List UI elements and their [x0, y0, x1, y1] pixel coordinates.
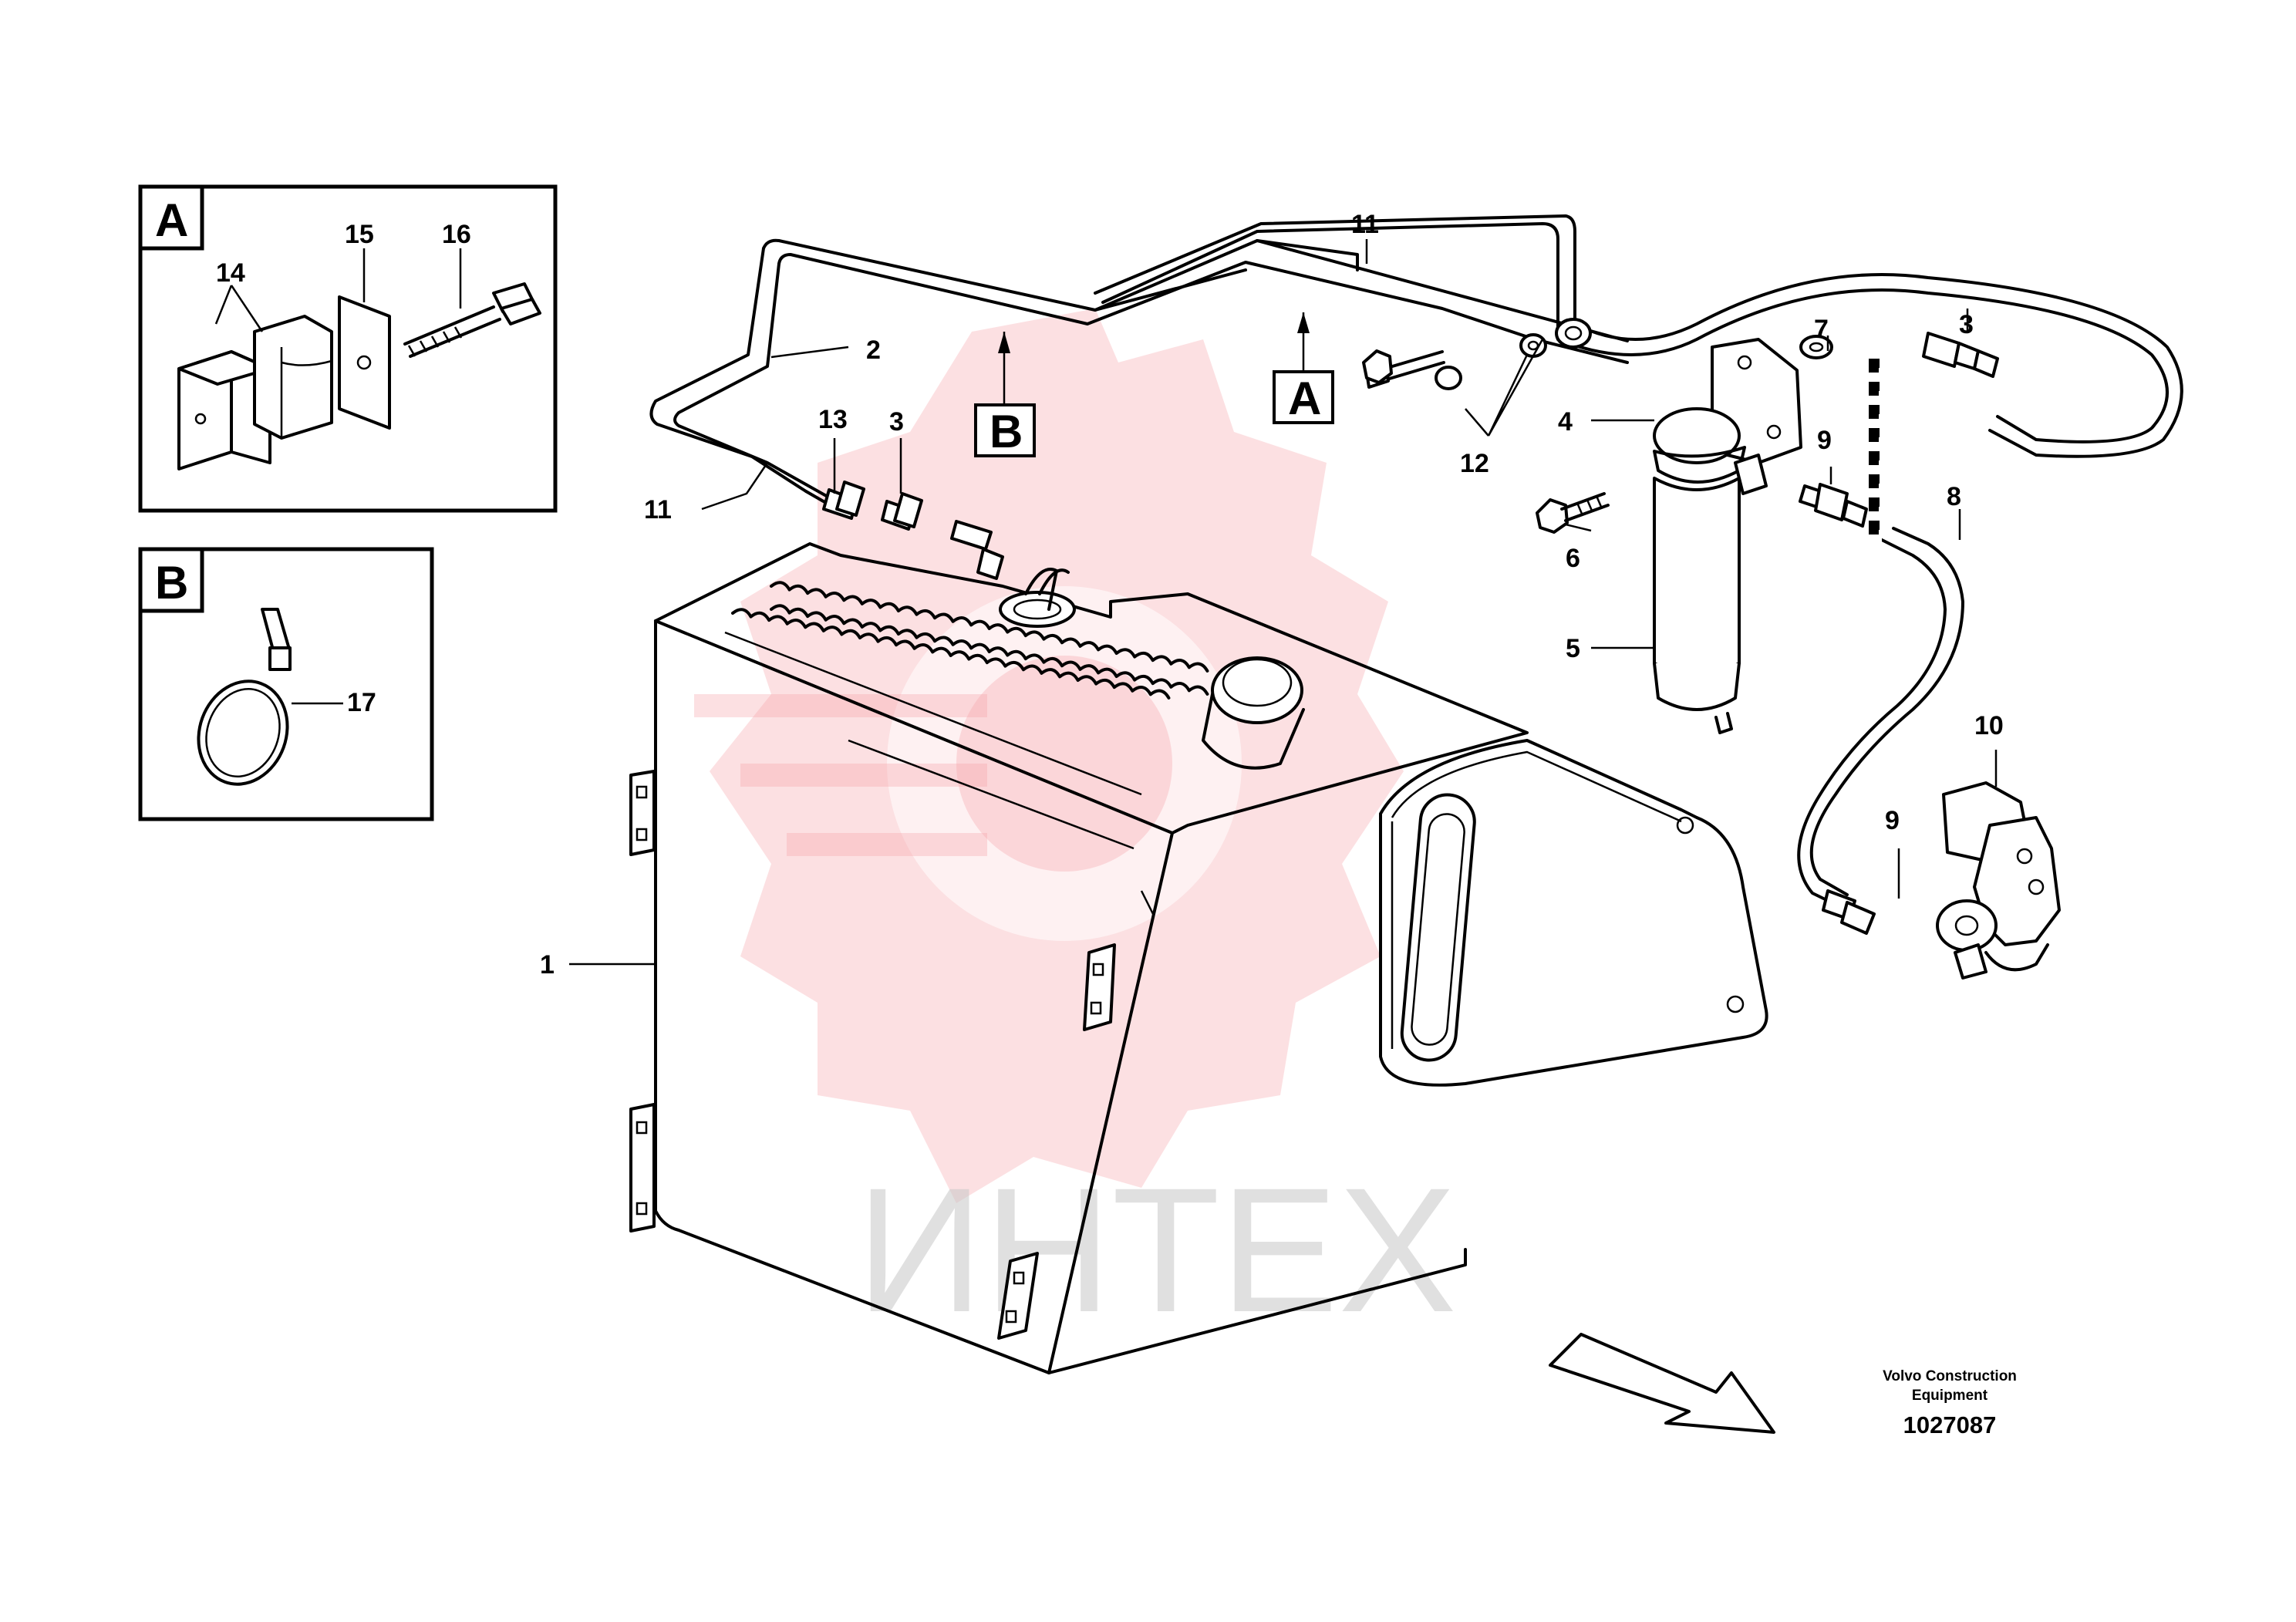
callout-3-right: 3: [1959, 310, 1974, 339]
doc-label-line1: Volvo Construction: [1883, 1368, 2017, 1384]
callout-12: 12: [1460, 449, 1489, 478]
view-marker-a: A: [1273, 312, 1334, 424]
doc-label-line2: Equipment: [1912, 1388, 1988, 1404]
fuel-filter: [1653, 338, 1802, 734]
watermark-text: ИНТЕХ: [856, 1151, 1457, 1349]
callout-16: 16: [442, 220, 471, 249]
callout-13: 13: [818, 405, 848, 434]
bolts: [1362, 332, 1999, 935]
callout-4: 4: [1558, 407, 1573, 437]
callout-leaders: [569, 239, 1998, 966]
pipes: [649, 214, 2183, 908]
sensor-unit: [1936, 781, 2061, 980]
callout-11-left: 11: [644, 495, 672, 524]
doc-number: 1027087: [1903, 1411, 1997, 1438]
callout-6: 6: [1566, 544, 1580, 573]
document-label: Volvo Construction Equipment 1027087: [1883, 1368, 2017, 1438]
callout-1: 1: [540, 950, 555, 980]
callout-17: 17: [347, 688, 376, 717]
callout-10: 10: [1974, 711, 2004, 740]
detail-box-b-letter: B: [155, 557, 188, 609]
mounting-bracket: [1379, 739, 1768, 1087]
callout-7: 7: [1814, 315, 1829, 344]
callout-5: 5: [1566, 634, 1580, 663]
view-marker-b-letter: B: [990, 406, 1023, 457]
view-marker-a-letter: A: [1288, 373, 1321, 424]
callout-14: 14: [216, 258, 245, 288]
callout-9-upper: 9: [1817, 426, 1832, 455]
callout-2: 2: [866, 336, 881, 365]
callouts: 1 2 3 3 4 5 6 7 8 9 9 10 11 11 12 13: [540, 210, 2004, 980]
direction-arrow-icon: [1549, 1333, 1775, 1434]
callout-15: 15: [345, 220, 374, 249]
view-marker-b: B: [974, 332, 1036, 457]
callout-8: 8: [1947, 482, 1961, 511]
detail-box-b: B 17: [138, 547, 434, 821]
callout-9-lower: 9: [1885, 806, 1900, 835]
detail-box-a: A 14 15 16: [138, 184, 558, 513]
callout-11-top: 11: [1351, 210, 1379, 239]
fuel-tank: [629, 542, 1529, 1374]
watermark-gear-icon: [694, 309, 1404, 1203]
detail-box-a-letter: A: [155, 194, 188, 246]
callout-3-left: 3: [889, 407, 904, 437]
